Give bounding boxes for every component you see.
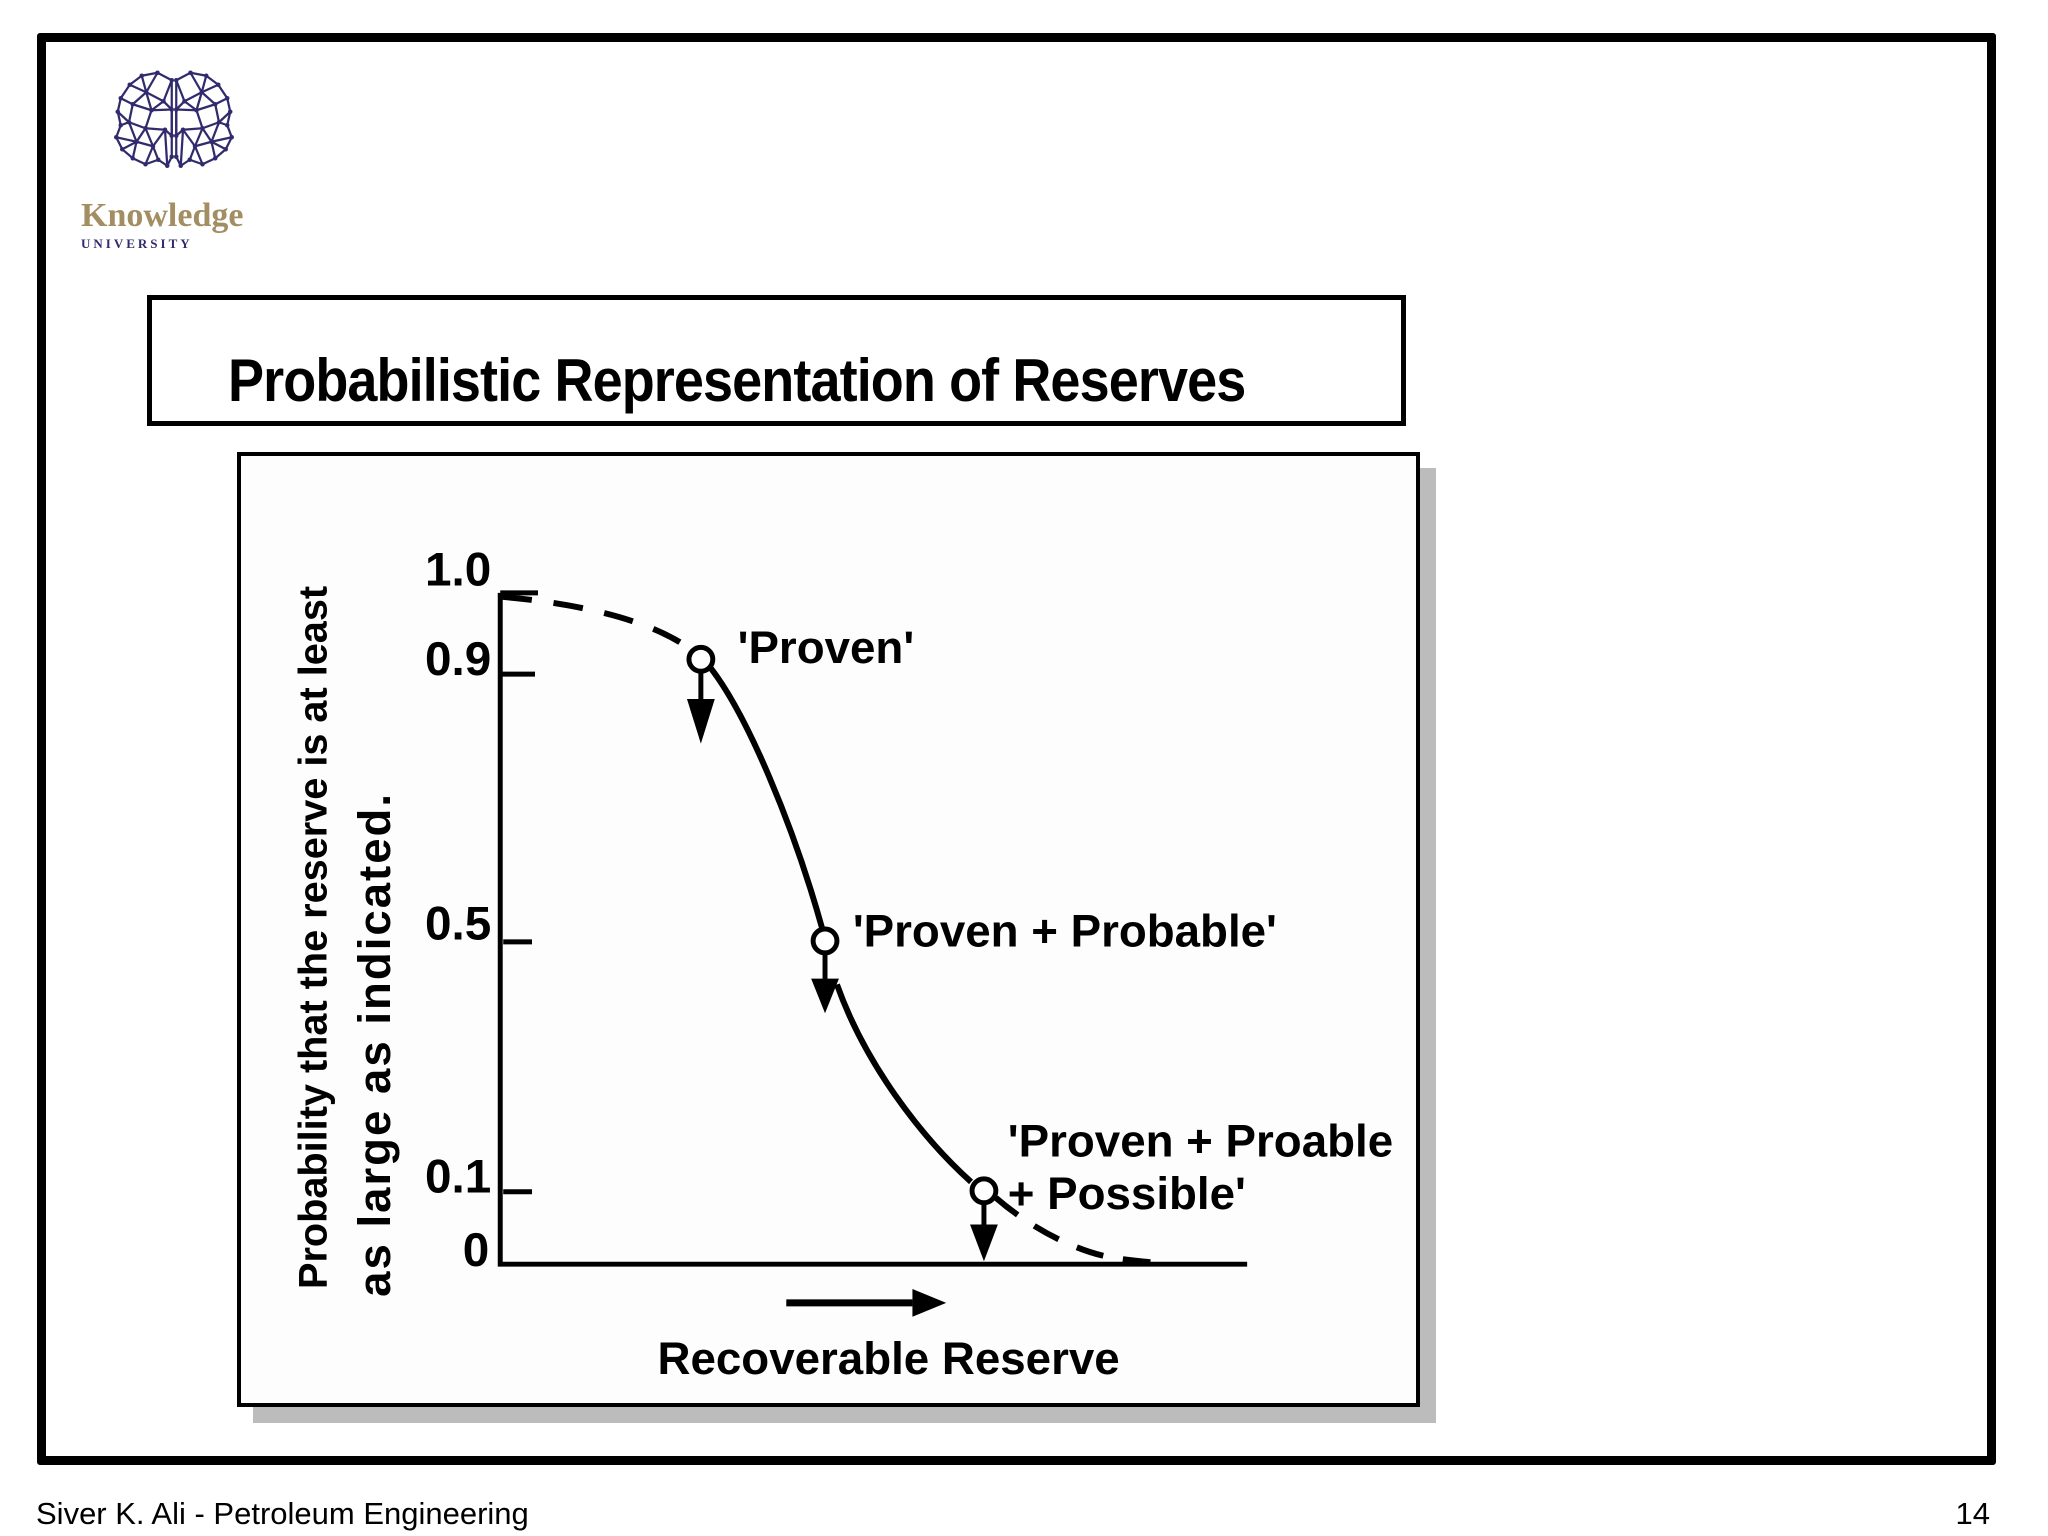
y-axis-label-line2: as large as indicated.: [349, 792, 400, 1297]
logo-wordmark: Knowledge: [81, 197, 244, 234]
label-proven: 'Proven': [738, 622, 915, 673]
curve-dashed-tail: [993, 1195, 1152, 1266]
page-number: 14: [1955, 1496, 1990, 1531]
ytick-label: 0.1: [425, 1150, 491, 1203]
down-arrow-icon: [970, 1204, 998, 1262]
curve-dashed-top: [501, 593, 690, 650]
ytick-label: 1.0: [425, 544, 491, 597]
label-proven-probable-possible-line1: 'Proven + Proable: [1008, 1116, 1393, 1167]
y-tick-labels: 1.0 0.9 0.5 0.1 0: [425, 544, 491, 1277]
right-arrow-icon: [786, 1288, 947, 1317]
down-arrows: [686, 673, 998, 1262]
footer-author: Siver K. Ali - Petroleum Engineering: [36, 1496, 529, 1531]
label-proven-probable: 'Proven + Probable': [853, 906, 1277, 957]
ytick-label: 0: [463, 1224, 490, 1277]
down-arrow-icon: [811, 954, 839, 1014]
point-markers: [686, 644, 999, 1206]
down-arrow-icon: [686, 673, 715, 744]
axes: [497, 590, 1248, 1267]
ytick-label: 0.5: [425, 898, 491, 951]
slide-frame: Knowledge UNIVERSITY Probabilistic Repre…: [37, 33, 1996, 1465]
brain-network-icon: [114, 69, 236, 170]
marker-proven: [686, 644, 716, 674]
label-proven-probable-possible-line2: + Possible': [1008, 1168, 1246, 1219]
logo-subtitle: UNIVERSITY: [81, 236, 193, 251]
curve-solid-lower: [834, 983, 974, 1185]
curve-solid-upper: [708, 666, 825, 929]
y-axis-label-line1: Probability that the reserve is at least: [291, 586, 335, 1289]
slide-title-box: Probabilistic Representation of Reserves: [147, 295, 1406, 426]
knowledge-university-logo: Knowledge UNIVERSITY: [81, 67, 301, 252]
marker-proven-probable: [810, 926, 840, 956]
ytick-label: 0.9: [425, 633, 491, 686]
probability-curve: [501, 593, 1152, 1266]
x-axis-label: Recoverable Reserve: [658, 1333, 1120, 1384]
marker-proven-probable-possible: [969, 1176, 999, 1206]
point-labels: 'Proven' 'Proven + Probable' 'Proven + P…: [738, 622, 1393, 1219]
probability-curve-chart: 1.0 0.9 0.5 0.1 0 'Proven' 'Proven + Pro…: [291, 544, 1393, 1384]
slide-title: Probabilistic Representation of Reserves: [228, 347, 1246, 414]
reserves-probability-figure: 1.0 0.9 0.5 0.1 0 'Proven' 'Proven + Pro…: [237, 452, 1420, 1407]
